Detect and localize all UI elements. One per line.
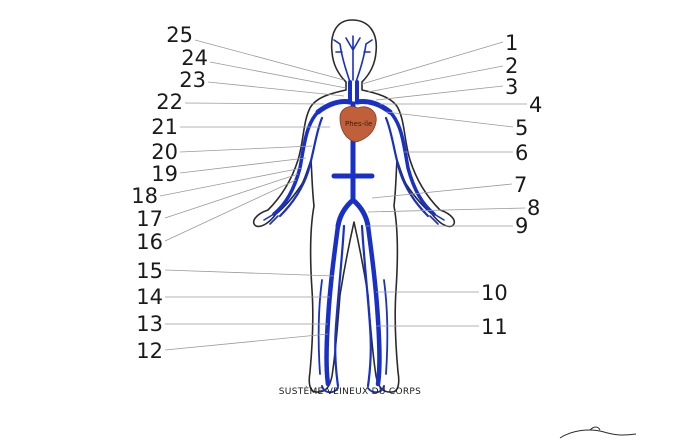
leader-19	[179, 157, 307, 174]
right-foot-veins	[367, 385, 385, 394]
label-12: 12	[136, 339, 163, 363]
head-vein-center	[345, 35, 361, 81]
leader-8	[367, 207, 526, 213]
jugular-vein	[348, 80, 359, 104]
leader-25	[194, 39, 345, 81]
label-17: 17	[136, 207, 163, 231]
leader-16	[164, 179, 297, 242]
leader-1	[361, 41, 504, 85]
leader-7	[371, 183, 513, 199]
leader-5	[385, 111, 514, 128]
label-16: 16	[136, 230, 163, 254]
label-22: 22	[156, 90, 183, 114]
left-femoral-vein	[324, 223, 341, 387]
right-arm-vein-inner	[384, 116, 430, 218]
leader-23	[207, 81, 345, 97]
leader-20	[179, 145, 313, 153]
label-8: 8	[527, 196, 540, 220]
right-leg-outer-vein	[383, 279, 389, 375]
heart-label: Phes-ile	[345, 120, 372, 128]
diagram-caption: SUSTÈME VEINEUX DU CORPS	[278, 387, 422, 397]
label-14: 14	[136, 285, 163, 309]
leader-18	[159, 167, 303, 197]
label-10: 10	[481, 281, 508, 305]
head-vein-left	[333, 39, 351, 83]
right-arm-vein-outer	[388, 110, 436, 216]
leader-12	[164, 333, 329, 351]
leader-17	[164, 173, 299, 219]
heart: Phes-ile	[339, 106, 377, 143]
head-outline	[252, 19, 456, 393]
leader-lines	[159, 39, 527, 351]
left-leg-outer-vein	[317, 279, 323, 375]
label-9: 9	[515, 214, 528, 238]
right-femoral-vein	[365, 223, 382, 387]
label-13: 13	[136, 312, 163, 336]
label-6: 6	[515, 141, 528, 165]
right-hand-veins	[429, 213, 445, 225]
leader-15	[164, 269, 335, 277]
veins	[263, 35, 445, 394]
leader-2	[367, 65, 504, 93]
label-15: 15	[136, 259, 163, 283]
body-outline	[252, 19, 456, 393]
left-foot-veins	[321, 385, 339, 394]
labels-left: 25 24 23 22 21 20 19 18 17 16 15 14 13 1…	[131, 23, 208, 363]
labels-right: 1 2 3 4 5 6 7 8 9 10 11	[481, 31, 542, 339]
label-21: 21	[151, 115, 178, 139]
signature-scribble	[559, 426, 637, 439]
leader-22	[184, 102, 325, 105]
heart-shape	[339, 106, 377, 143]
label-2: 2	[505, 54, 518, 78]
label-18: 18	[131, 184, 158, 208]
label-5: 5	[515, 116, 528, 140]
head-vein-right	[355, 39, 373, 83]
label-20: 20	[151, 140, 178, 164]
leader-24	[209, 61, 347, 89]
label-25: 25	[166, 23, 193, 47]
label-19: 19	[151, 162, 178, 186]
left-saphenous-vein	[334, 224, 346, 388]
left-arm-vein-inner	[278, 116, 324, 218]
label-7: 7	[514, 173, 527, 197]
label-11: 11	[481, 315, 508, 339]
iliac-veins	[335, 197, 371, 229]
left-hand-veins	[263, 213, 279, 225]
subclavian-veins	[315, 99, 393, 115]
leader-3	[375, 85, 504, 101]
label-24: 24	[181, 46, 208, 70]
label-23: 23	[179, 68, 206, 92]
label-1: 1	[505, 31, 518, 55]
right-saphenous-vein	[360, 224, 372, 388]
label-4: 4	[529, 93, 542, 117]
label-3: 3	[505, 75, 518, 99]
